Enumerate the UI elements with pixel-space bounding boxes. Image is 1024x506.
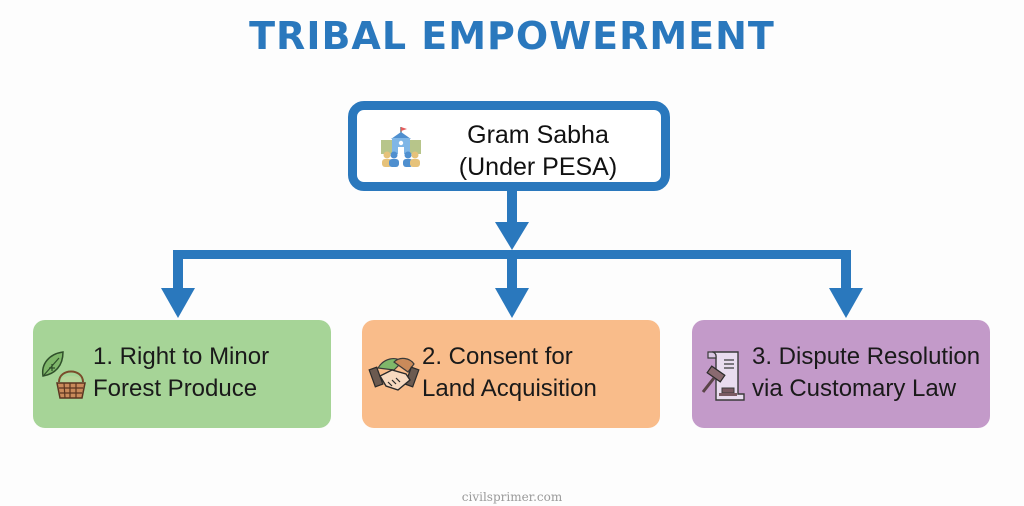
child-node-line2: Land Acquisition [422, 375, 597, 402]
child-node-line1: 3. Dispute Resolution [752, 343, 981, 370]
child-node-label: 2. Consent for Land Acquisition [422, 341, 656, 405]
root-node-line2: (Under PESA) [458, 153, 618, 181]
child-node-line1: 2. Consent for [422, 343, 573, 370]
root-node-label: Gram Sabha (Under PESA) [433, 119, 643, 183]
child-node-line2: Forest Produce [93, 375, 258, 402]
child-node-land-acquisition-consent: 2. Consent for Land Acquisition [362, 320, 660, 428]
leaf-basket-icon [41, 351, 86, 399]
child-node-minor-forest-produce: 1. Right to Minor Forest Produce [33, 320, 331, 428]
gavel-scroll-icon [701, 351, 745, 401]
diagram-title: TRIBAL EMPOWERMENT [249, 14, 775, 58]
handshake-icon [368, 357, 420, 391]
root-node-line1: Gram Sabha [467, 121, 609, 149]
child-node-dispute-resolution: 3. Dispute Resolution via Customary Law [692, 320, 990, 428]
child-node-label: 3. Dispute Resolution via Customary Law [752, 341, 986, 405]
school-community-icon [381, 127, 421, 167]
watermark: civilsprimer.com [461, 490, 563, 504]
child-node-label: 1. Right to Minor Forest Produce [93, 341, 327, 405]
root-node-gram-sabha: Gram Sabha (Under PESA) [348, 101, 670, 191]
child-node-line2: via Customary Law [752, 375, 957, 402]
child-node-line1: 1. Right to Minor [93, 343, 270, 370]
